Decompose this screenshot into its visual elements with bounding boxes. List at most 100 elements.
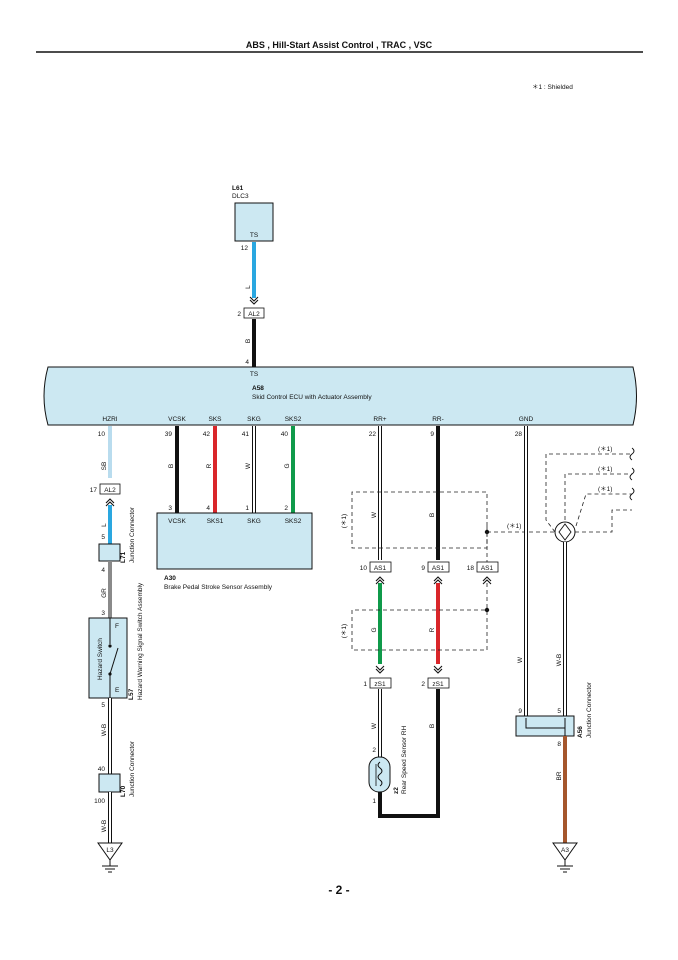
l70-junction-box bbox=[98, 773, 121, 793]
shield-mark-2: (＊1) bbox=[598, 466, 612, 473]
shield-mark-upper: (＊1) bbox=[341, 514, 348, 528]
pin-l57-3: 3 bbox=[101, 610, 105, 617]
pin-a30-3: 3 bbox=[168, 505, 172, 512]
page-title: ABS , Hill-Start Assist Control , TRAC ,… bbox=[246, 40, 433, 50]
pin-rrm-9: 9 bbox=[430, 431, 434, 438]
pin-rrp-22: 22 bbox=[369, 431, 377, 438]
shield-network bbox=[545, 453, 632, 533]
cable-break-marks bbox=[629, 447, 635, 501]
a58-pin-sks: SKS bbox=[208, 416, 222, 423]
wire-label-rrp-w: W bbox=[371, 511, 378, 518]
switch-contact-icon bbox=[108, 618, 119, 698]
wire-label-b-top: B bbox=[245, 339, 252, 343]
wire-label-gnd-w: W bbox=[517, 656, 524, 663]
l70-name: Junction Connector bbox=[129, 740, 136, 797]
page-number: - 2 - bbox=[328, 883, 349, 897]
a30-pin-sks2: SKS2 bbox=[285, 518, 302, 525]
wire-label-wb-2: W-B bbox=[101, 820, 108, 833]
l57-inner-label: Hazard Switch bbox=[97, 638, 104, 680]
l61-code: L61 bbox=[232, 185, 244, 192]
pin-skg-41: 41 bbox=[242, 431, 250, 438]
pin-sks-42: 42 bbox=[203, 431, 211, 438]
a58-pin-skg: SKG bbox=[247, 416, 261, 423]
a56-name: Junction Connector bbox=[586, 681, 593, 738]
shield-box-upper bbox=[351, 491, 488, 549]
l70-code: L70 bbox=[120, 785, 127, 797]
z2-name: Rear Speed Sensor RH bbox=[401, 725, 408, 794]
terminal-chevron-icon bbox=[105, 498, 115, 507]
a30-code: A30 bbox=[164, 575, 176, 582]
wire-label-sb: SB bbox=[101, 462, 108, 471]
connector-as1-10 bbox=[369, 561, 392, 573]
z2-code: z2 bbox=[393, 787, 400, 794]
wire-label-rrm-b: B bbox=[429, 513, 436, 517]
l57-pin-f: F bbox=[115, 623, 119, 630]
wire-label-l-top: L bbox=[245, 285, 252, 289]
wire-label-gr: GR bbox=[101, 588, 108, 598]
shield-note: ＊1 : Shielded bbox=[532, 84, 573, 91]
pin-z2-2: 2 bbox=[372, 747, 376, 754]
shield-mark-gnd: (＊1) bbox=[507, 523, 521, 530]
splice-dot-icon bbox=[484, 607, 490, 613]
a30-pin-skg: SKG bbox=[247, 518, 261, 525]
terminal-chevron-icon bbox=[375, 576, 385, 585]
l61-dlc3-box bbox=[234, 202, 274, 242]
l71-name: Junction Connector bbox=[129, 506, 136, 563]
l57-pin-e: E bbox=[115, 687, 120, 694]
a58-pin-rrp: RR+ bbox=[373, 416, 386, 423]
a58-ts-label: TS bbox=[250, 371, 259, 378]
shield-mark-1: (＊1) bbox=[598, 446, 612, 453]
wire-label-wb-1: W-B bbox=[101, 724, 108, 737]
a30-name: Brake Pedal Stroke Sensor Assembly bbox=[164, 584, 273, 591]
a58-ecu-box bbox=[43, 366, 637, 426]
pin-a30-4: 4 bbox=[206, 505, 210, 512]
wire-label-br: BR bbox=[556, 771, 563, 780]
speed-sensor-coil-icon bbox=[375, 761, 383, 787]
pin-al2-top-2: 2 bbox=[237, 311, 241, 318]
wire-label-l-hzri: L bbox=[101, 523, 108, 527]
pin-gnd-28: 28 bbox=[515, 431, 523, 438]
a56-code: A56 bbox=[577, 726, 584, 738]
a30-pin-sks1: SKS1 bbox=[207, 518, 224, 525]
l3-code: L3 bbox=[106, 847, 114, 854]
al2-top-label: AL2 bbox=[248, 311, 260, 318]
shield-box-lower bbox=[351, 583, 488, 651]
a58-code: A58 bbox=[252, 385, 264, 392]
pin-al2-17: 17 bbox=[90, 487, 98, 494]
a3-code: A3 bbox=[561, 847, 569, 854]
terminal-chevron-icon bbox=[482, 576, 492, 585]
pin-l61-12: 12 bbox=[241, 245, 249, 252]
ground-icon bbox=[552, 842, 578, 873]
connector-zs1-2 bbox=[427, 677, 450, 689]
pin-zs1-2: 2 bbox=[421, 681, 425, 688]
pin-sks2-40: 40 bbox=[281, 431, 289, 438]
wire-label-g-lower: G bbox=[371, 627, 378, 632]
a58-pin-rrm: RR- bbox=[432, 416, 444, 423]
wire-label-r-lower: R bbox=[429, 627, 436, 632]
wire-z2-zs1-b bbox=[378, 689, 440, 818]
a30-sensor-box bbox=[156, 512, 313, 570]
a58-pin-sks2: SKS2 bbox=[285, 416, 302, 423]
wire-label-sks2: G bbox=[284, 463, 291, 468]
shield-mark-3: (＊1) bbox=[598, 486, 612, 493]
pin-l57-5: 5 bbox=[101, 702, 105, 709]
pin-vcsk-39: 39 bbox=[165, 431, 173, 438]
pin-a56-9: 9 bbox=[518, 708, 522, 715]
pin-as1-10: 10 bbox=[360, 565, 368, 572]
pin-a58-ts-4: 4 bbox=[245, 359, 249, 366]
zs1-1-label: zS1 bbox=[374, 681, 386, 688]
l71-junction-box bbox=[98, 543, 121, 562]
connector-zs1-1 bbox=[369, 677, 392, 689]
connector-as1-9 bbox=[427, 561, 450, 573]
pin-l70-40: 40 bbox=[98, 766, 106, 773]
wire-label-w-z2: W bbox=[371, 722, 378, 729]
connector-al2-top bbox=[243, 307, 265, 319]
pin-l70-100: 100 bbox=[94, 798, 105, 805]
l57-code: L57 bbox=[128, 688, 135, 700]
wire-label-wb-a56: W-B bbox=[556, 654, 563, 667]
as1-9-label: AS1 bbox=[432, 565, 445, 572]
pin-a56-5: 5 bbox=[557, 708, 561, 715]
connector-al2-hzri bbox=[99, 483, 121, 495]
pin-l71-4: 4 bbox=[101, 567, 105, 574]
a58-name: Skid Control ECU with Actuator Assembly bbox=[252, 394, 372, 401]
